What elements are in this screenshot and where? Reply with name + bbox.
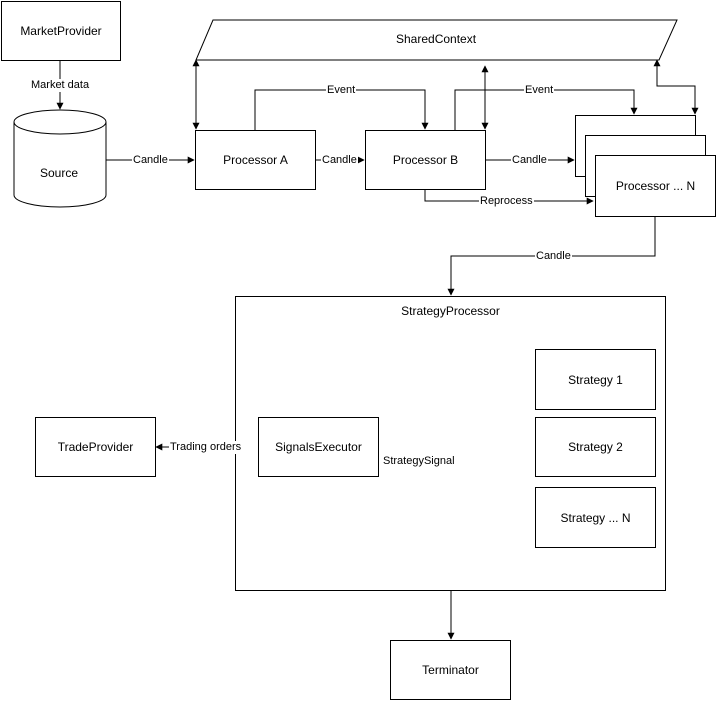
processor-a-node: Processor A [195,130,316,190]
strategy-2-node: Strategy 2 [535,417,656,477]
market-provider-label: MarketProvider [20,24,102,38]
signals-executor-node: SignalsExecutor [258,417,379,477]
strategy-n-label: Strategy ... N [560,510,631,525]
candle-b-n-edge-label: Candle [511,154,548,167]
strategy-n-node: Strategy ... N [535,487,656,548]
trade-provider-label: TradeProvider [57,440,134,454]
reprocess-arrow [424,189,594,205]
processor-b-node: Processor B [365,130,486,190]
context-n-arrow [653,59,699,115]
candle-a-b-edge-label: Candle [321,154,358,167]
reprocess-edge-label: Reprocess [479,195,534,208]
terminator-node: Terminator [390,640,511,700]
processor-n-node: Processor ... N [595,155,716,217]
processor-n-label: Processor ... N [615,179,696,193]
event-a-b-edge-label: Event [326,84,357,97]
source-cylinder-shape [13,122,107,208]
trade-provider-node: TradeProvider [35,417,156,477]
market-provider-node: MarketProvider [1,1,121,61]
terminator-label: Terminator [422,663,479,677]
trading-orders-edge-label: Trading orders [169,441,243,454]
strategy-signal-edge-label: StrategySignal [383,455,455,467]
processor-b-label: Processor B [392,153,459,167]
source-node-label: Source [40,166,79,180]
strategy-1-label: Strategy 1 [568,372,623,387]
shared-context-label: SharedContext [396,32,477,46]
event-b-n-edge-label: Event [524,84,555,97]
candle-n-strategy-edge-label: Candle [535,250,572,263]
market-data-edge-label: Market data [30,79,91,92]
strategy-2-label: Strategy 2 [568,440,623,454]
candle-source-a-edge-label: Candle [132,154,169,167]
strategy-1-node: Strategy 1 [535,349,656,410]
strategy-processor-label: StrategyProcessor [401,304,500,318]
processor-a-label: Processor A [223,153,288,167]
signals-executor-label: SignalsExecutor [275,440,362,454]
